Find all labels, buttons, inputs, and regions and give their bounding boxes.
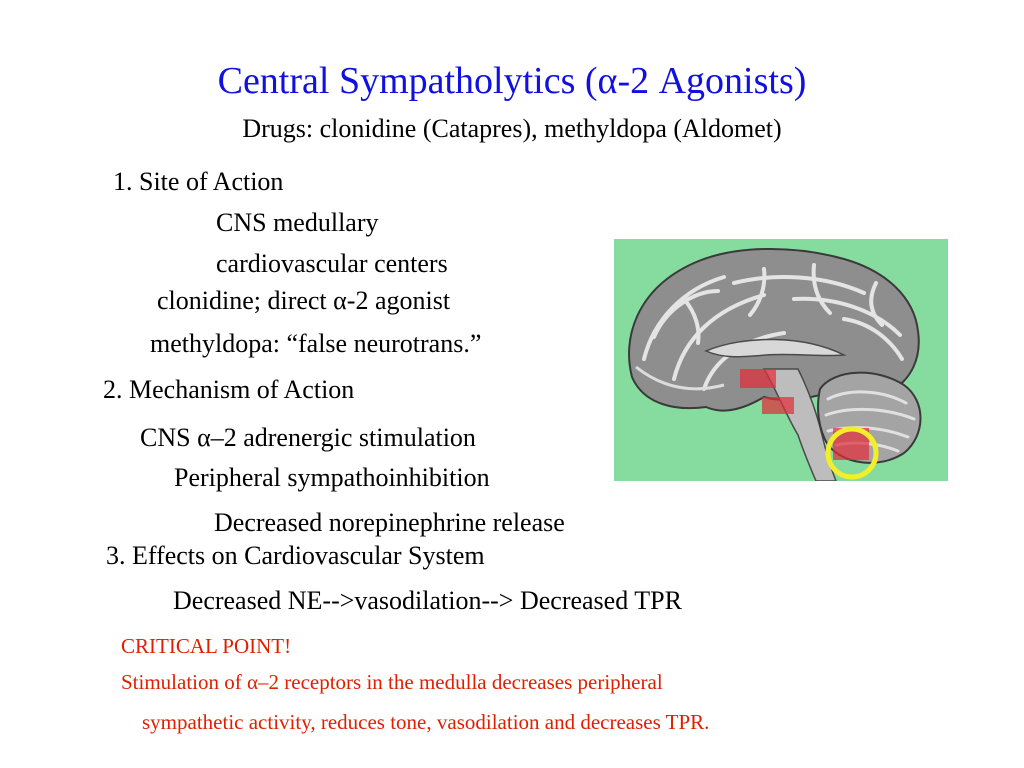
site-of-action-heading: 1. Site of Action	[113, 167, 284, 196]
highlight-circle	[825, 426, 879, 480]
mechanism-line-sympathoinhibition: Peripheral sympathoinhibition	[174, 463, 490, 492]
effects-heading: 3. Effects on Cardiovascular System	[106, 541, 485, 570]
highlight-region	[762, 397, 794, 414]
critical-line-2: sympathetic activity, reduces tone, vaso…	[142, 710, 710, 734]
highlight-region	[740, 369, 776, 388]
critical-line-1: Stimulation of α–2 receptors in the medu…	[121, 670, 663, 694]
slide-title: Central Sympatholytics (α-2 Agonists)	[217, 60, 807, 102]
site-line-cardiovascular-centers: cardiovascular centers	[216, 249, 448, 278]
site-line-methyldopa: methyldopa: “false neurotrans.”	[150, 329, 482, 358]
mechanism-line-adrenergic: CNS α–2 adrenergic stimulation	[140, 423, 476, 452]
effects-line-tpr: Decreased NE-->vasodilation--> Decreased…	[173, 586, 682, 615]
critical-heading: CRITICAL POINT!	[121, 634, 292, 658]
slide-subtitle: Drugs: clonidine (Catapres), methyldopa …	[242, 114, 782, 143]
brain-sagittal-image	[614, 239, 948, 481]
site-line-clonidine: clonidine; direct α-2 agonist	[157, 286, 451, 315]
mechanism-line-ne-release: Decreased norepinephrine release	[214, 508, 565, 537]
site-line-cns-medullary: CNS medullary	[216, 208, 379, 237]
mechanism-heading: 2. Mechanism of Action	[103, 375, 355, 404]
